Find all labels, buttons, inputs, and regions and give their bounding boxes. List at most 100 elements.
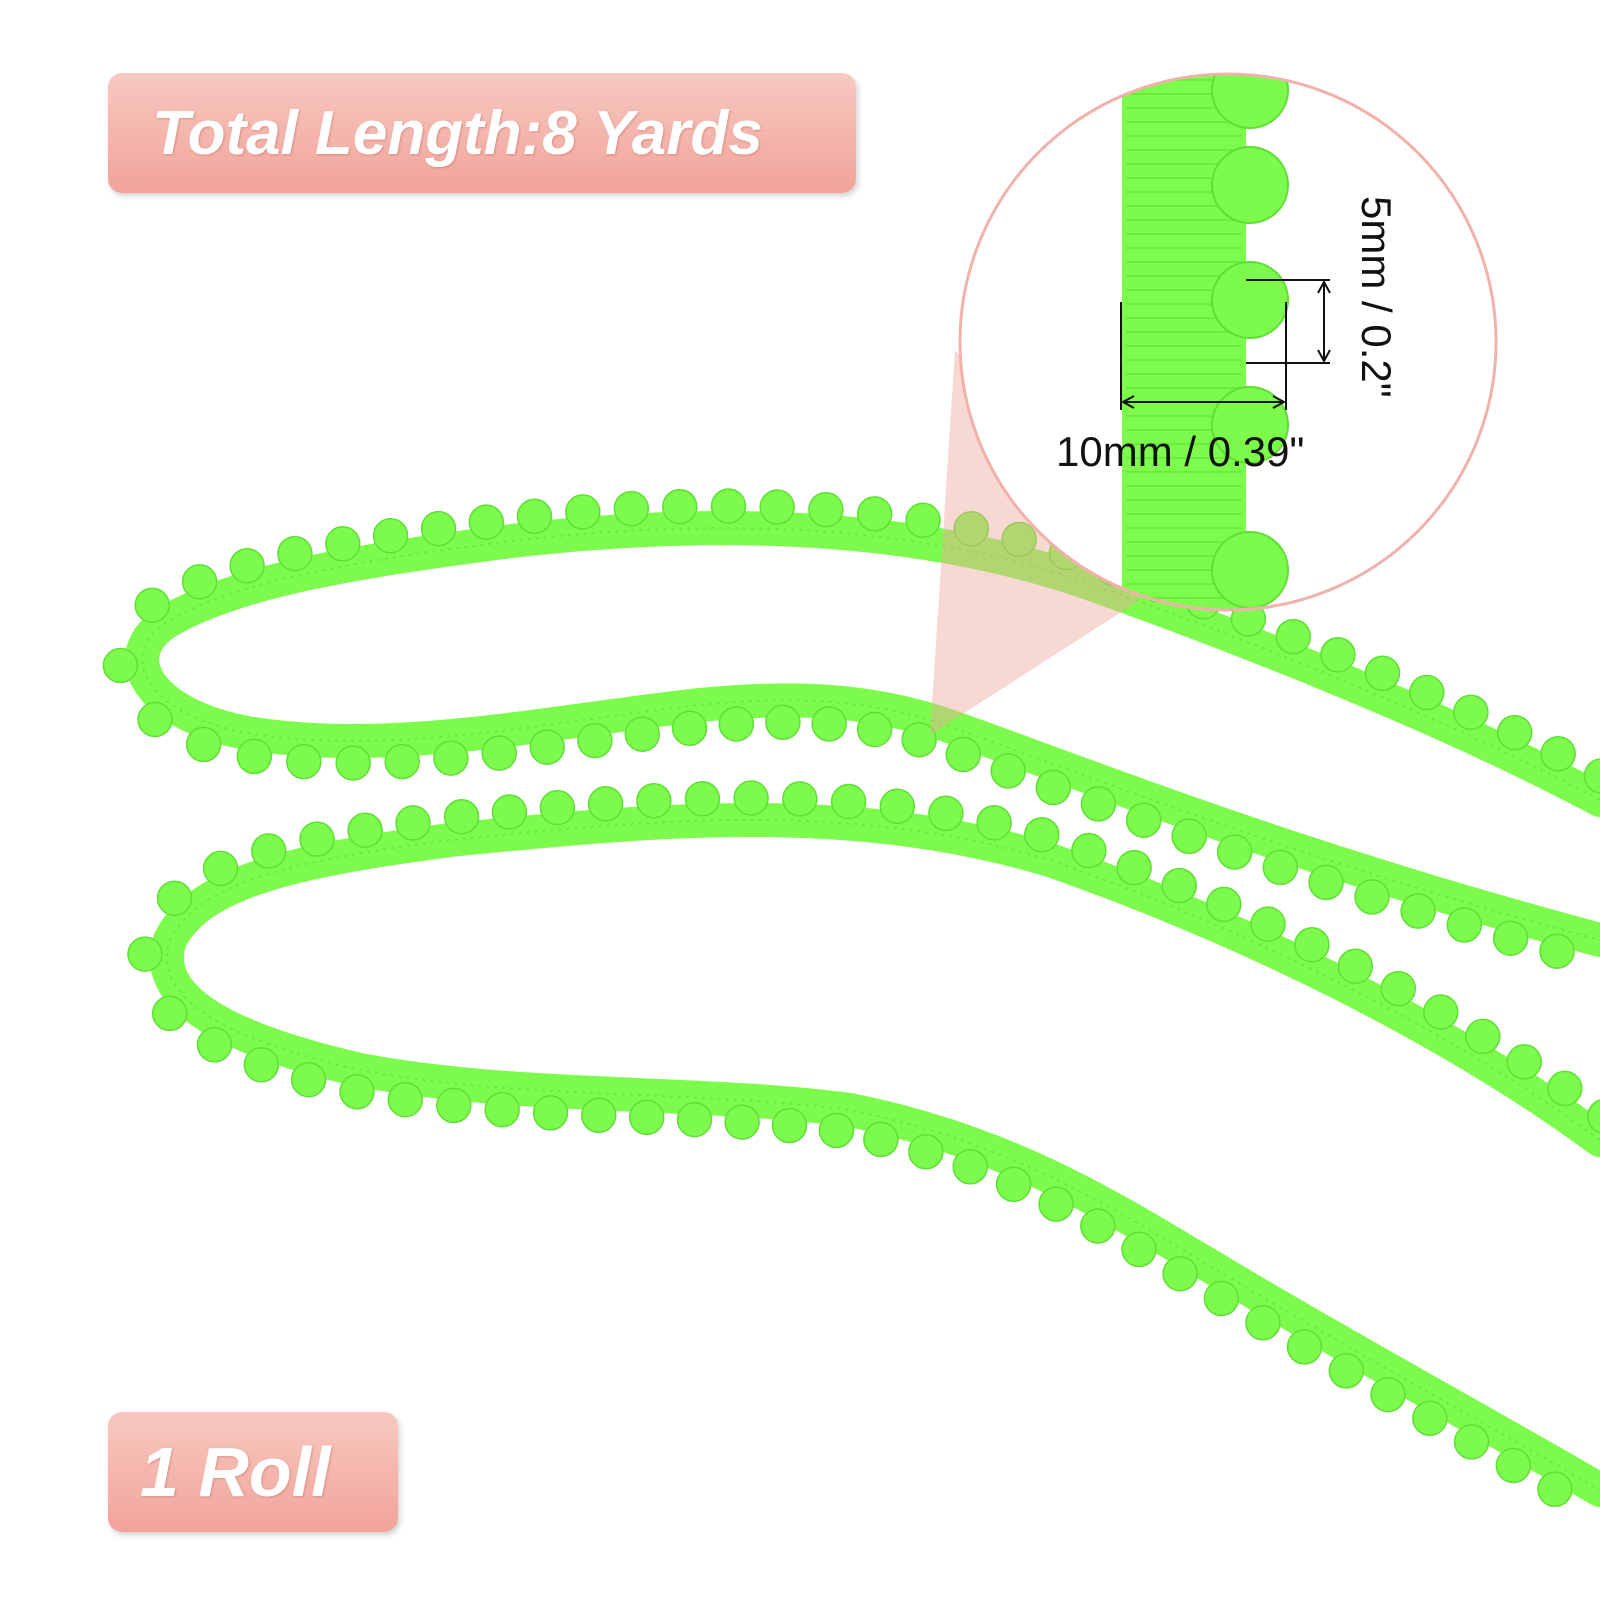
pom-pom bbox=[1245, 1305, 1281, 1341]
pom-pom bbox=[830, 783, 867, 820]
zoom-pom-pom bbox=[1211, 74, 1289, 129]
pom-pom bbox=[102, 647, 139, 684]
pom-pom bbox=[1203, 1280, 1240, 1317]
pom-pom bbox=[718, 706, 755, 742]
quantity-text: 1 Roll bbox=[140, 1433, 331, 1511]
total-length-text: Total Length:8 Yards bbox=[152, 98, 763, 168]
pom-pom bbox=[286, 743, 322, 780]
pom-pom bbox=[1080, 1208, 1116, 1244]
pom-pom bbox=[587, 786, 624, 822]
pom-pom bbox=[953, 510, 990, 547]
pom-pom bbox=[901, 721, 937, 758]
pom-pom bbox=[156, 880, 193, 916]
zoom-pom-pom bbox=[1211, 386, 1289, 464]
pom-pom bbox=[539, 789, 576, 826]
pom-pom bbox=[1206, 886, 1242, 923]
pom-pom bbox=[1125, 802, 1162, 838]
pom-pom bbox=[229, 547, 265, 584]
pom-pom bbox=[1412, 1400, 1448, 1437]
pom-pom bbox=[529, 729, 565, 765]
pom-pom bbox=[299, 821, 335, 857]
pom-pom bbox=[1308, 864, 1344, 901]
height-dimension-label: 5mm / 0.2" bbox=[1353, 196, 1400, 398]
pom-pom bbox=[782, 781, 818, 817]
pom-pom bbox=[250, 833, 287, 869]
pom-pom bbox=[1364, 655, 1401, 692]
pom-pom bbox=[818, 1112, 855, 1149]
pom-pom bbox=[1275, 618, 1312, 655]
pom-pom bbox=[134, 587, 170, 623]
pom-pom bbox=[1380, 970, 1417, 1007]
pom-pom bbox=[856, 496, 893, 532]
quantity-badge: 1 Roll bbox=[108, 1412, 398, 1532]
pom-pom bbox=[952, 1149, 988, 1185]
pom-pom bbox=[1496, 714, 1533, 751]
pom-pom bbox=[335, 745, 371, 781]
pom-pom bbox=[202, 850, 239, 887]
pom-pom bbox=[613, 490, 650, 527]
pom-pom bbox=[1453, 1424, 1490, 1460]
pom-pom bbox=[624, 716, 661, 752]
pom-pom bbox=[1506, 1044, 1542, 1080]
pom-pom bbox=[1354, 879, 1390, 915]
pom-pom bbox=[436, 1087, 472, 1124]
pom-pom bbox=[662, 488, 698, 525]
pom-pom bbox=[724, 1104, 760, 1140]
pom-pom bbox=[243, 1047, 280, 1083]
pom-pom bbox=[1328, 1353, 1365, 1389]
width-dimension-label: 10mm / 0.39" bbox=[1056, 428, 1305, 475]
pom-pom bbox=[1409, 674, 1445, 711]
pom-pom bbox=[863, 1121, 899, 1158]
pom-pom bbox=[325, 526, 361, 562]
pom-pom bbox=[1446, 907, 1483, 943]
pom-pom bbox=[676, 1101, 713, 1138]
zoom-pom-pom bbox=[1211, 531, 1289, 609]
pom-pom bbox=[137, 701, 173, 738]
pom-pom bbox=[1121, 1231, 1157, 1268]
pom-pom bbox=[928, 795, 964, 832]
pom-pom bbox=[1423, 994, 1459, 1030]
pom-pom bbox=[990, 753, 1026, 789]
pom-pom bbox=[1495, 1447, 1532, 1484]
pom-pom bbox=[908, 1134, 944, 1170]
pom-pom bbox=[347, 812, 383, 848]
zoom-circle bbox=[958, 72, 1498, 612]
pom-pom bbox=[372, 517, 409, 554]
pom-pom bbox=[1400, 893, 1436, 929]
pom-pom bbox=[395, 805, 431, 841]
pom-pom bbox=[733, 780, 769, 816]
pom-pom bbox=[1024, 816, 1060, 853]
pom-pom bbox=[484, 1091, 520, 1128]
pom-pom bbox=[580, 1097, 617, 1134]
pom-pom bbox=[684, 780, 721, 817]
pom-pom bbox=[1262, 849, 1299, 886]
pom-pom bbox=[1116, 849, 1152, 886]
pom-pom bbox=[1171, 818, 1207, 855]
zoom-pom-pom bbox=[1211, 146, 1289, 224]
pom-pom bbox=[1071, 832, 1107, 869]
pom-pom bbox=[1370, 1376, 1406, 1413]
pom-pom bbox=[1337, 948, 1374, 984]
pom-pom bbox=[671, 710, 708, 747]
pom-pom bbox=[765, 704, 801, 741]
pom-pom bbox=[856, 711, 893, 748]
pom-pom bbox=[905, 502, 941, 539]
trim-weave bbox=[166, 819, 1600, 1491]
total-length-badge: Total Length:8 Yards bbox=[108, 73, 856, 193]
pom-pom bbox=[1294, 926, 1330, 963]
pom-pom bbox=[1038, 1186, 1074, 1222]
pom-pom bbox=[384, 743, 420, 780]
pom-pom bbox=[196, 1027, 233, 1063]
pom-pom bbox=[945, 736, 981, 773]
pom-pom bbox=[420, 510, 457, 547]
pom-pom bbox=[277, 535, 313, 572]
pom-pom bbox=[387, 1081, 424, 1118]
pom-pom bbox=[181, 563, 218, 600]
pom-pom bbox=[433, 740, 469, 776]
pom-pom bbox=[443, 798, 480, 835]
pom-pom bbox=[628, 1099, 665, 1136]
pom-pom bbox=[976, 804, 1012, 841]
pom-pom bbox=[771, 1107, 808, 1144]
